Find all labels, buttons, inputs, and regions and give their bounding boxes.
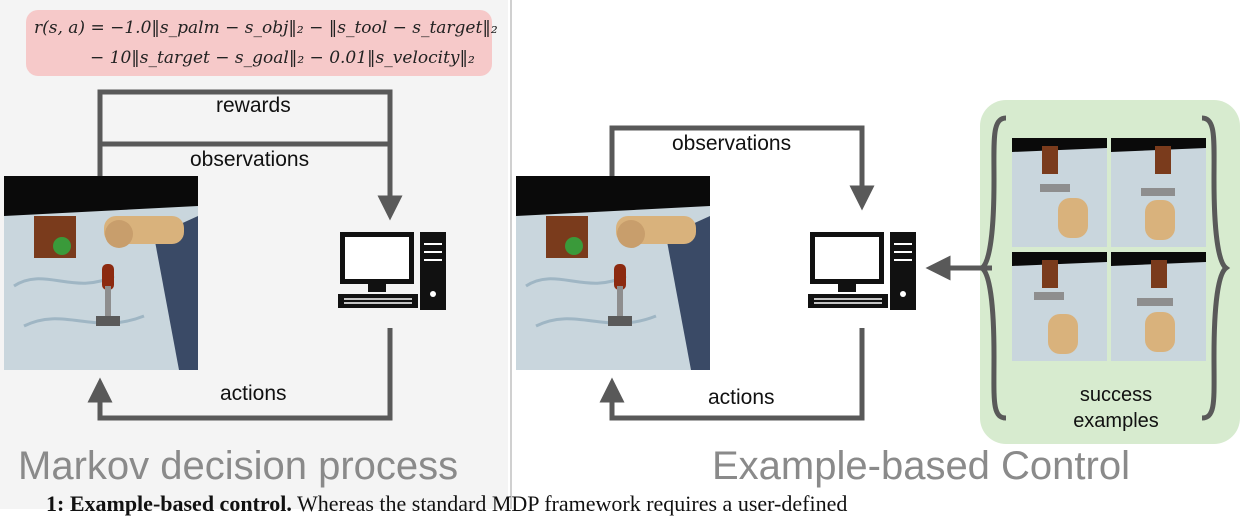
reward-formula-line-1-text: r(s, a) = −1.0‖s_palm − s_obj‖₂ − ‖s_too… [34, 18, 498, 38]
reward-formula-line-1: r(s, a) = −1.0‖s_palm − s_obj‖₂ − ‖s_too… [34, 18, 498, 38]
mdp-title: Markov decision process [18, 444, 459, 488]
success-examples-caption-2: examples [1073, 410, 1159, 432]
reward-formula-line-2: − 10‖s_target − s_goal‖₂ − 0.01‖s_veloci… [90, 48, 475, 68]
success-examples-caption-1: success [1079, 384, 1153, 406]
actions-label-right: actions [708, 386, 775, 409]
robot-hand-sim-image-left [4, 176, 198, 370]
example-based-control-title: Example-based Control [712, 444, 1130, 488]
observations-label-right: observations [672, 132, 792, 155]
actions-arrow-right [599, 328, 865, 421]
observations-label-left: observations [190, 148, 310, 171]
figure-caption-bold: 1: Example-based control. [46, 491, 292, 516]
figure-caption: 1: Example-based control. Whereas the st… [46, 491, 847, 517]
right-curly-bracket [1201, 115, 1231, 421]
success-example-thumb-1 [1012, 138, 1107, 247]
panel-divider [510, 0, 512, 509]
figure-caption-rest: Whereas the standard MDP framework requi… [291, 491, 848, 516]
reward-formula-line-2-text: − 10‖s_target − s_goal‖₂ − 0.01‖s_veloci… [90, 48, 475, 68]
actions-label-left: actions [220, 382, 287, 405]
computer-icon-right [808, 232, 916, 310]
success-example-thumb-2 [1111, 138, 1206, 247]
computer-icon-left [338, 232, 446, 310]
observations-arrow [100, 141, 403, 221]
actions-arrow-left [87, 328, 393, 421]
reward-formula-box: r(s, a) = −1.0‖s_palm − s_obj‖₂ − ‖s_too… [26, 10, 498, 76]
left-curly-bracket [977, 115, 1007, 421]
robot-hand-sim-image-right [516, 176, 710, 370]
observations-arrow-right [609, 125, 875, 211]
success-example-thumb-3 [1012, 252, 1107, 361]
rewards-label: rewards [216, 94, 291, 117]
success-example-thumb-4 [1111, 252, 1206, 361]
